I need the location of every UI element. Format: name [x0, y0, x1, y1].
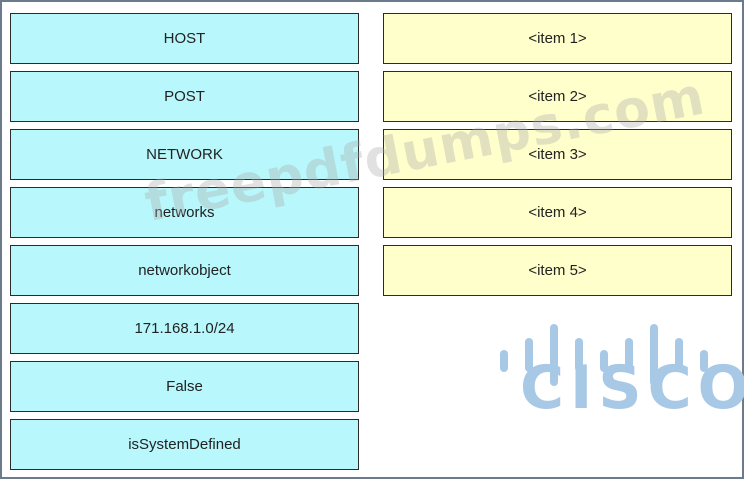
option-label: HOST — [163, 30, 206, 47]
option-label: networkobject — [138, 262, 231, 279]
slot-label: <item 4> — [528, 204, 587, 221]
option-tile-issystemdefined[interactable]: isSystemDefined — [10, 419, 359, 470]
slot-label: <item 1> — [528, 30, 587, 47]
option-label: networks — [154, 204, 215, 221]
cisco-bridge-logo — [500, 324, 708, 386]
option-label: isSystemDefined — [128, 436, 241, 453]
slot-label: <item 2> — [528, 88, 587, 105]
option-tile-host[interactable]: HOST — [10, 13, 359, 64]
option-tile-networkobject[interactable]: networkobject — [10, 245, 359, 296]
slot-label: <item 3> — [528, 146, 587, 163]
target-slot-2[interactable]: <item 2> — [383, 71, 732, 122]
cisco-wordmark: CISCO — [520, 353, 744, 423]
option-label: NETWORK — [146, 146, 223, 163]
target-slot-5[interactable]: <item 5> — [383, 245, 732, 296]
option-label: POST — [164, 88, 205, 105]
option-label: False — [166, 378, 203, 395]
option-tile-false[interactable]: False — [10, 361, 359, 412]
option-label: 171.168.1.0/24 — [134, 320, 235, 337]
option-tile-networks[interactable]: networks — [10, 187, 359, 238]
option-tile-subnet[interactable]: 171.168.1.0/24 — [10, 303, 359, 354]
target-slot-3[interactable]: <item 3> — [383, 129, 732, 180]
slot-label: <item 5> — [528, 262, 587, 279]
target-slot-1[interactable]: <item 1> — [383, 13, 732, 64]
option-tile-network[interactable]: NETWORK — [10, 129, 359, 180]
option-tile-post[interactable]: POST — [10, 71, 359, 122]
target-slot-4[interactable]: <item 4> — [383, 187, 732, 238]
